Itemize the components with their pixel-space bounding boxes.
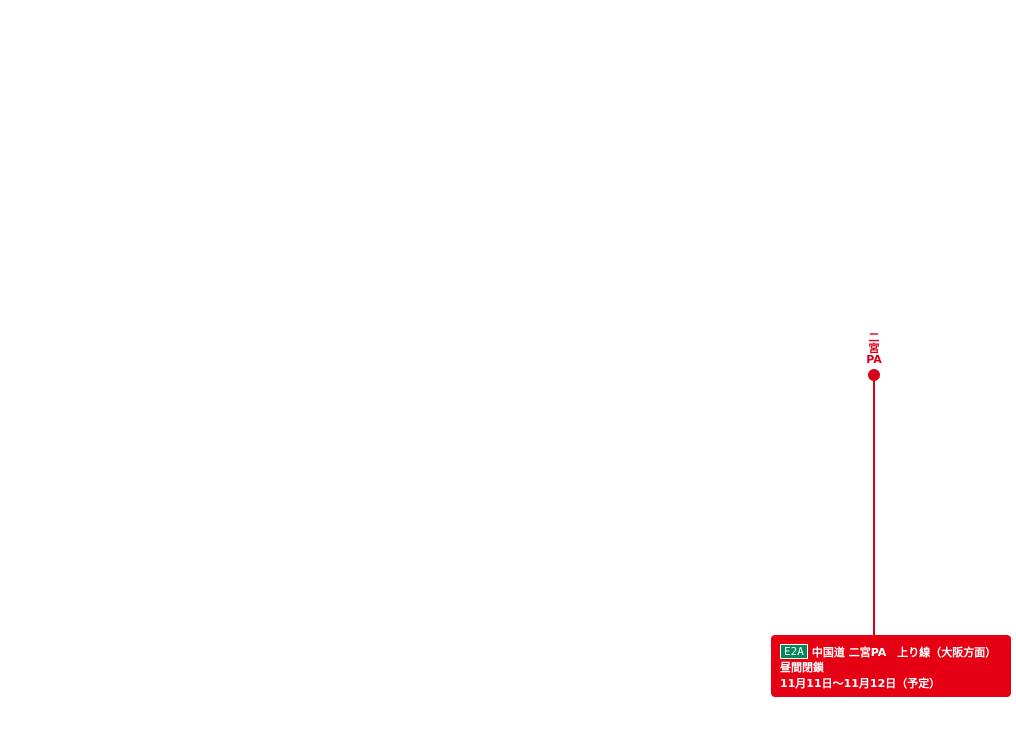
station-label-ninomiya-pa[interactable]: 二 宮 PA [864, 332, 884, 365]
notice-date-text: 11月11日～11月12日（予定） [780, 677, 941, 690]
leader-line [873, 381, 875, 636]
station-label-char: 宮 [868, 342, 880, 355]
route-number-badge: E2A [780, 644, 808, 659]
station-label-char: 二 [868, 331, 880, 344]
notice-status-text: 昼間閉鎖 [780, 661, 824, 674]
station-label-char: PA [866, 353, 882, 366]
station-marker-dot[interactable] [868, 369, 880, 381]
notice-location-text: 中国道 二宮PA 上り線（大阪方面） [811, 646, 997, 659]
